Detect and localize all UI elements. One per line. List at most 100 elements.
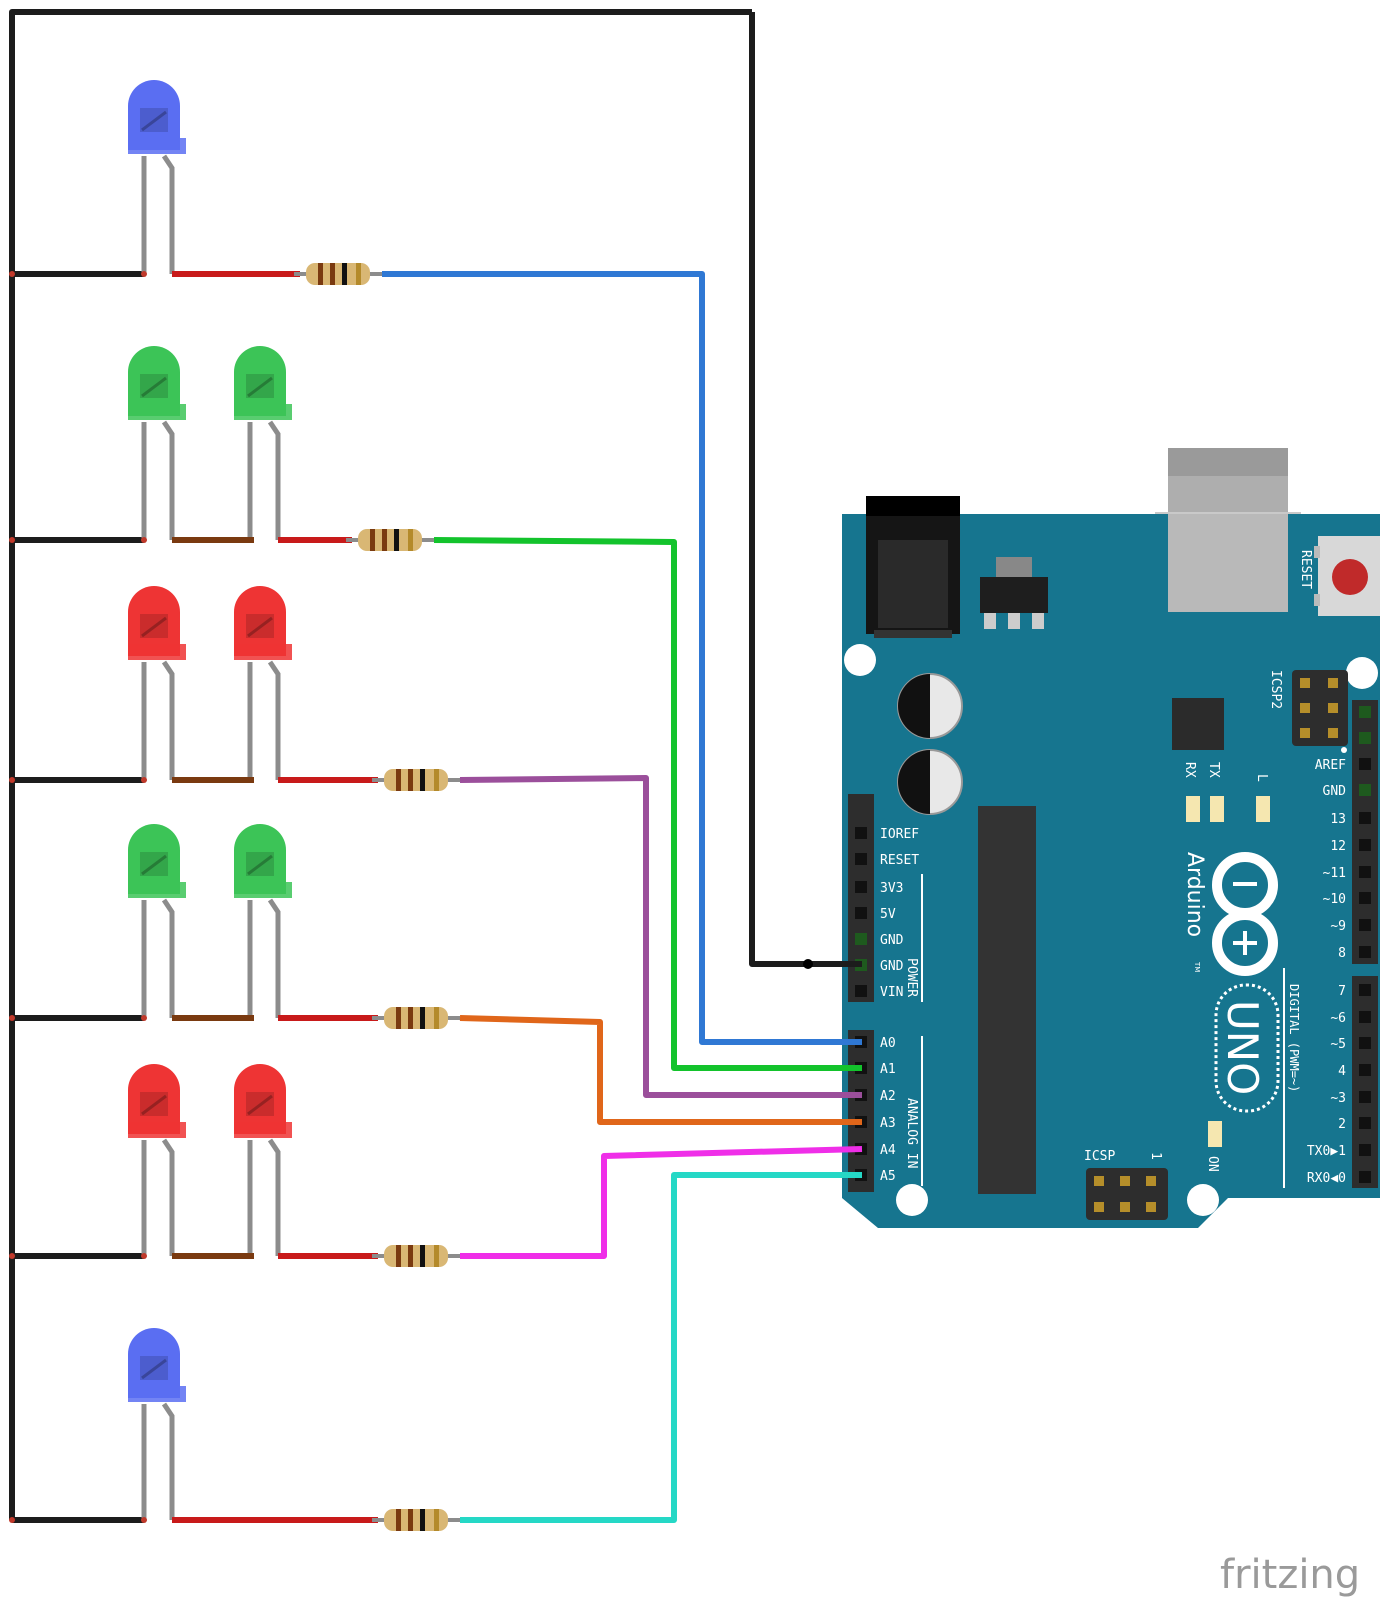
digital-pin[interactable]: [1359, 1144, 1371, 1156]
brand-tm: TM: [1193, 961, 1201, 972]
analog-pin-label: A0: [880, 1036, 896, 1051]
mounting-hole: [1346, 657, 1378, 689]
digital-pin-label: 8: [1338, 946, 1346, 961]
power-pin-label: RESET: [880, 853, 919, 868]
digital-pin[interactable]: [1359, 1011, 1371, 1023]
led-anode-leg: [267, 660, 281, 780]
brand-name: Arduino: [1182, 852, 1207, 937]
digital-pin[interactable]: [1359, 732, 1371, 744]
gnd-to-board-wire: [749, 12, 862, 967]
led-row: [9, 1064, 460, 1267]
led-green: [234, 824, 292, 898]
power-pin-label: 3V3: [880, 881, 903, 896]
digital-pin[interactable]: [1359, 812, 1371, 824]
digital-pin-label: ~11: [1323, 866, 1346, 881]
led-anode-leg: [161, 154, 175, 274]
digital-pin[interactable]: [1359, 706, 1371, 718]
led-row: [9, 346, 434, 551]
usb-chip: [1172, 698, 1224, 750]
dc-power-jack: [866, 496, 960, 638]
rx-led: [1186, 796, 1200, 822]
digital-pin-label: ~3: [1330, 1091, 1346, 1106]
power-pin[interactable]: [855, 985, 867, 997]
led-anode-leg: [161, 1138, 175, 1256]
board-pcb: [842, 514, 1380, 1228]
arduino-uno-board: RESET ICSP2: [842, 448, 1380, 1228]
digital-pin[interactable]: [1359, 866, 1371, 878]
resistor: [372, 1007, 460, 1029]
led-green: [128, 824, 186, 898]
digital-pin-label: TX0▶1: [1307, 1144, 1346, 1159]
digital-pin[interactable]: [1359, 1037, 1371, 1049]
power-pin-label: 5V: [880, 907, 896, 922]
digital-pin-label: 12: [1330, 839, 1346, 854]
signal-wires: [382, 271, 863, 1523]
analog-pin-label: A1: [880, 1062, 896, 1077]
icsp2-label: ICSP2: [1268, 670, 1283, 709]
digital-pin-label: ~9: [1330, 919, 1346, 934]
led-anode-leg: [161, 898, 175, 1018]
analog-header-label: ANALOG IN: [904, 1098, 919, 1168]
digital-pin[interactable]: [1359, 784, 1371, 796]
capacitor: [897, 749, 963, 815]
reset-label: RESET: [1298, 550, 1313, 589]
led-anode-leg: [267, 898, 281, 1018]
power-pin-label: IOREF: [880, 827, 919, 842]
uno-badge: UNO: [1214, 983, 1280, 1113]
led-red: [128, 1064, 186, 1138]
analog-pin-label: A5: [880, 1169, 896, 1184]
led-blue: [128, 80, 186, 154]
l-label: L: [1254, 774, 1269, 782]
analog-pin-label: A3: [880, 1116, 896, 1131]
resistor: [372, 1245, 460, 1267]
wire-a1: [433, 537, 862, 1071]
digital-pin[interactable]: [1359, 758, 1371, 770]
digital-pin[interactable]: [1359, 1117, 1371, 1129]
digital-pin[interactable]: [1359, 919, 1371, 931]
resistor: [372, 1509, 460, 1531]
reset-button[interactable]: [1314, 536, 1380, 616]
wire-a3: [459, 1015, 862, 1125]
wire-a0: [382, 271, 862, 1045]
digital-pin-label: 7: [1338, 984, 1346, 999]
led-anode-leg: [161, 420, 175, 540]
digital-pin[interactable]: [1359, 1091, 1371, 1103]
power-pin[interactable]: [855, 853, 867, 865]
mounting-hole: [896, 1184, 928, 1216]
tx-label: TX: [1206, 762, 1221, 778]
led-row: [9, 824, 460, 1029]
digital-pin-label: GND: [1323, 784, 1347, 799]
digital-pin-label: ~6: [1330, 1011, 1346, 1026]
analog-pin-label: A4: [880, 1143, 896, 1158]
capacitor: [897, 673, 963, 739]
led-red: [234, 1064, 292, 1138]
digital-pin[interactable]: [1359, 1171, 1371, 1183]
led-red: [128, 586, 186, 660]
resistor: [346, 529, 434, 551]
digital-header-label: DIGITAL (PWM=~): [1287, 984, 1301, 1092]
analog-header-strip: [848, 1030, 874, 1192]
led-row: [9, 1328, 460, 1531]
analog-pin-label: A2: [880, 1089, 896, 1104]
on-led: [1208, 1121, 1222, 1147]
led-green: [128, 346, 186, 420]
digital-pin[interactable]: [1359, 892, 1371, 904]
wire-a2: [459, 775, 862, 1098]
power-pin[interactable]: [855, 907, 867, 919]
power-pin[interactable]: [855, 881, 867, 893]
digital-pin[interactable]: [1359, 984, 1371, 996]
digital-pin-label: 13: [1330, 812, 1346, 827]
arduino-logo: [1212, 852, 1278, 976]
icsp-pin-one: 1: [1148, 1152, 1163, 1160]
power-pin-label: GND: [880, 933, 904, 948]
led-row: [9, 586, 460, 791]
wire-a5: [460, 1172, 862, 1523]
digital-header-strip-bottom: [1352, 976, 1378, 1188]
led-row: [9, 80, 382, 285]
digital-pin[interactable]: [1359, 839, 1371, 851]
digital-pin[interactable]: [1359, 1064, 1371, 1076]
resistor: [294, 263, 382, 285]
power-pin[interactable]: [855, 933, 867, 945]
digital-pin[interactable]: [1359, 946, 1371, 958]
power-pin[interactable]: [855, 827, 867, 839]
